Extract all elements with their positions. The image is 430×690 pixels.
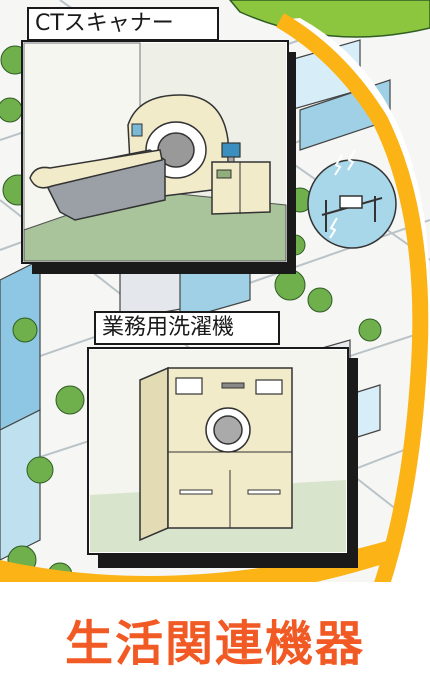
ct-monitor: [221, 142, 241, 158]
washer-display: [175, 377, 203, 395]
antenna-bubble: [307, 149, 397, 249]
washer-label: 業務用洗濯機: [94, 311, 280, 345]
page-title: 生活関連機器: [64, 616, 365, 672]
grass-area: [229, 0, 430, 38]
washer-panel: [87, 347, 358, 568]
ct-scanner-label: CTスキャナー: [27, 7, 219, 41]
yellow-ring: [275, 13, 429, 590]
city-illustration: [0, 0, 430, 590]
yellow-band: [0, 540, 395, 590]
ct-scanner-panel: [21, 40, 296, 274]
